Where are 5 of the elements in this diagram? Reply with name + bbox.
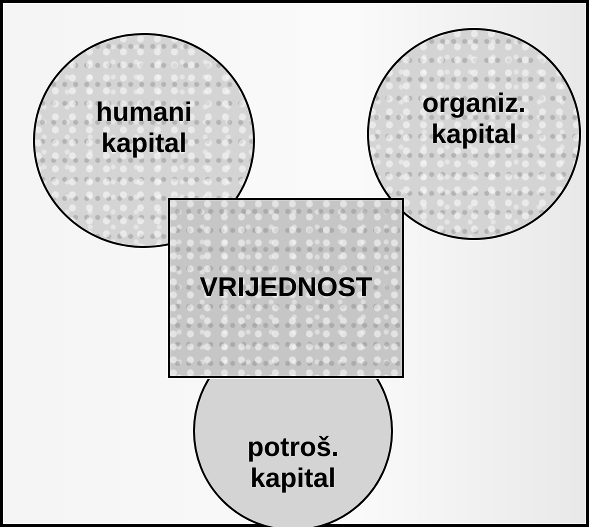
node-label: potroš. kapital (246, 432, 340, 494)
node-label: VRIJEDNOST (200, 272, 372, 304)
rectangle-node (168, 198, 404, 378)
node-label: humani kapital (94, 97, 193, 160)
node-label: organiz. kapital (421, 88, 527, 150)
